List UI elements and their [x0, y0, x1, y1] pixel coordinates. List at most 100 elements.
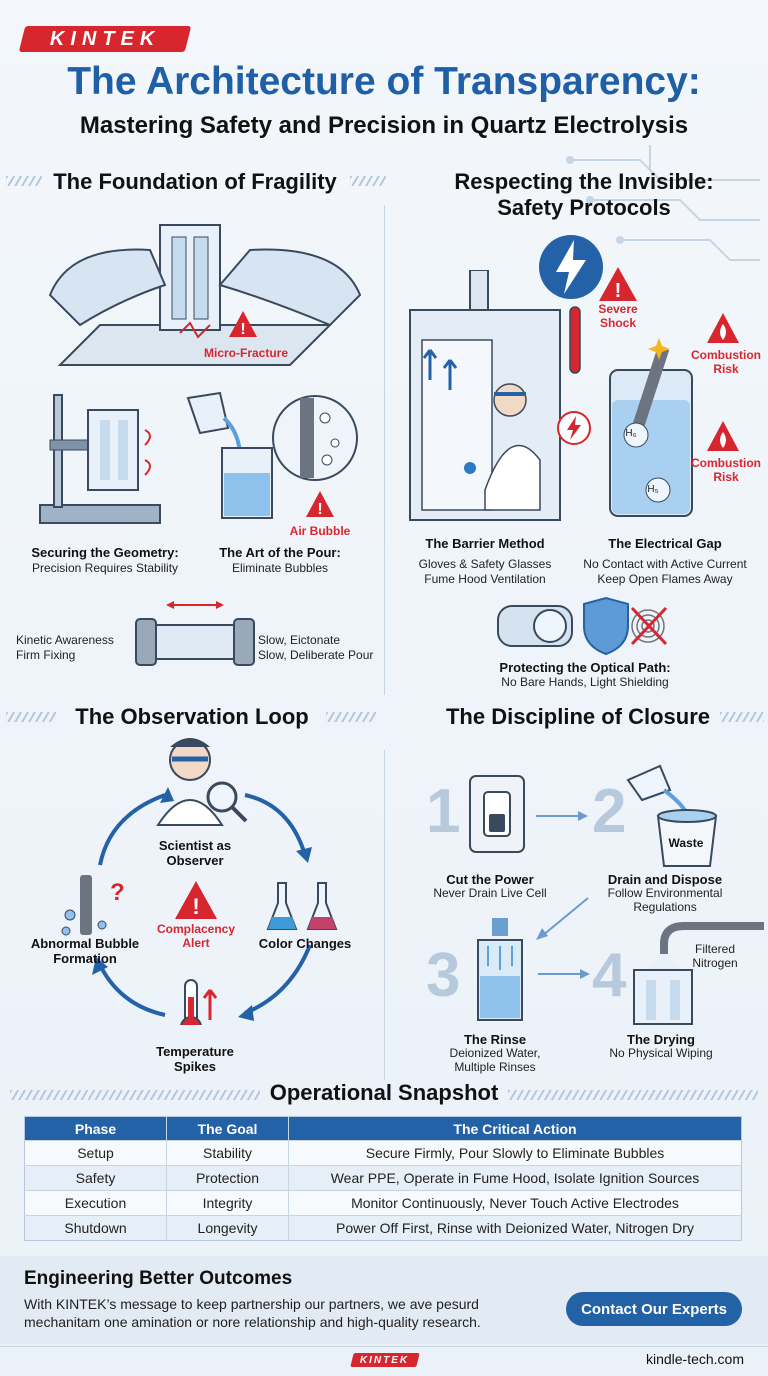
barrier-line-2: Fume Hood Ventilation — [424, 572, 546, 586]
abnormal-line-1: Abnormal Bubble — [30, 936, 140, 951]
gap-line-2: Keep Open Flames Away — [597, 572, 733, 586]
clamp-stand-illustration — [39, 394, 161, 524]
gap-line-1: No Contact with Active Current — [583, 557, 747, 571]
pour-sub: Eliminate Bubbles — [231, 561, 329, 575]
table-cell: Execution — [24, 1190, 167, 1216]
table-cell: Stability — [166, 1140, 289, 1166]
table-cell: Secure Firmly, Pour Slowly to Eliminate … — [288, 1140, 742, 1166]
step-3-sub-1: Deionized Water, — [449, 1046, 541, 1060]
kintek-logo: KINTEK — [18, 26, 192, 52]
complacency-warning-icon: ! — [175, 881, 217, 919]
electric-hazard-icon — [557, 411, 591, 445]
severe-line-2: Shock — [599, 316, 636, 330]
scientist-line-2: Observer — [166, 853, 224, 868]
table-row: Setup Stability Secure Firmly, Pour Slow… — [24, 1140, 742, 1166]
step-number-4: 4 — [592, 941, 627, 1010]
fume-hood-illustration — [409, 270, 561, 521]
warning-icon: ! — [306, 491, 334, 518]
footer-body-2: mechanitam one amination or nore relatio… — [24, 1314, 481, 1330]
footer-rule — [0, 1346, 768, 1347]
footer-heading: Engineering Better Outcomes — [24, 1268, 293, 1289]
contact-experts-button[interactable]: Contact Our Experts — [566, 1292, 742, 1326]
step-4-sub: No Physical Wiping — [609, 1046, 713, 1060]
closure-heading: The Discipline of Closure — [445, 704, 711, 729]
spark-icon — [648, 338, 670, 360]
step-number-3: 3 — [426, 941, 461, 1010]
svg-text:!: ! — [317, 501, 322, 518]
electrode-probe — [569, 306, 581, 374]
svg-text:!: ! — [192, 894, 199, 919]
filtered-line-1: Filtered — [694, 942, 735, 956]
filtered-line-2: Nitrogen — [692, 956, 738, 970]
step-4-title: The Drying — [627, 1032, 695, 1047]
h5-label: H₅ — [647, 484, 659, 495]
beaker-illustration — [609, 346, 693, 517]
step-2-sub-1: Follow Environmental — [607, 886, 723, 900]
table-row: Shutdown Longevity Power Off First, Rins… — [24, 1215, 742, 1241]
nitrogen-dryer-icon — [633, 922, 764, 1025]
barrier-title: The Barrier Method — [425, 536, 545, 551]
scientist-line-1: Scientist as — [158, 838, 232, 853]
table-cell: Protection — [166, 1165, 289, 1191]
table-row: Execution Integrity Monitor Continuously… — [24, 1190, 742, 1216]
combustion-a-1: Combustion — [691, 348, 761, 362]
stripe-deco — [350, 176, 386, 186]
page-title: The Architecture of Transparency: — [67, 60, 701, 103]
stripe-deco — [6, 712, 56, 722]
waste-label: Waste — [668, 836, 704, 850]
page-subtitle: Mastering Safety and Precision in Quartz… — [79, 112, 689, 139]
circuit-decoration — [566, 145, 760, 261]
stripe-deco — [10, 1090, 260, 1100]
table-cell: Power Off First, Rinse with Deionized Wa… — [288, 1215, 742, 1241]
safety-heading-1: Respecting the Invisible: — [454, 169, 714, 194]
footer-body-1: With KINTEK’s message to keep partnershi… — [24, 1296, 479, 1312]
slow-line-2: Slow, Deliberate Pour — [258, 648, 374, 662]
warning-icon: ! — [599, 267, 637, 302]
stripe-deco — [6, 176, 42, 186]
table-cell: Integrity — [166, 1190, 289, 1216]
step-2-title: Drain and Dispose — [607, 872, 723, 887]
divider-bottom — [384, 750, 385, 1080]
step-3-sub-2: Multiple Rinses — [454, 1060, 536, 1074]
safety-heading-2: Safety Protocols — [497, 195, 671, 220]
table-cell: Shutdown — [24, 1215, 167, 1241]
gap-title: The Electrical Gap — [608, 536, 722, 551]
footer-logo: KINTEK — [350, 1353, 420, 1367]
optical-sub: No Bare Hands, Light Shielding — [501, 675, 669, 689]
website-link[interactable]: kindle-tech.com — [645, 1351, 744, 1367]
snapshot-table: Phase The Goal The Critical Action Setup… — [24, 1116, 742, 1241]
foundation-heading: The Foundation of Fragility — [53, 169, 337, 194]
complacency-line-1: Complacency — [156, 922, 236, 936]
table-cell: Longevity — [166, 1215, 289, 1241]
combustion-a-2: Risk — [713, 362, 739, 376]
fire-warning-icon — [707, 421, 739, 451]
air-bubble-label: Air Bubble — [289, 524, 351, 538]
table-cell: Wear PPE, Operate in Fume Hood, Isolate … — [288, 1165, 742, 1191]
complacency-line-2: Alert — [182, 936, 210, 950]
svg-text:!: ! — [615, 280, 622, 302]
abnormal-line-2: Formation — [53, 951, 117, 966]
svg-text:!: ! — [240, 321, 245, 338]
observation-loop-illustration: ? — [61, 738, 338, 1025]
col-action: The Critical Action — [288, 1116, 742, 1141]
temperature-line-2: Spikes — [174, 1059, 216, 1074]
arrow-right-icon — [538, 969, 590, 979]
table-cell: Safety — [24, 1165, 167, 1191]
snapshot-heading: Operational Snapshot — [269, 1080, 499, 1105]
securing-title: Securing the Geometry: — [31, 545, 179, 560]
rinse-bottle-icon — [477, 918, 523, 1021]
securing-sub: Precision Requires Stability — [31, 561, 179, 575]
micro-fracture-label: Micro-Fracture — [203, 346, 289, 360]
slow-line-1: Slow, Eictonate — [258, 633, 341, 647]
severe-line-1: Severe — [598, 302, 638, 316]
stripe-deco — [326, 712, 376, 722]
col-goal: The Goal — [166, 1116, 289, 1141]
fire-warning-icon — [707, 313, 739, 343]
step-1-sub: Never Drain Live Cell — [433, 886, 547, 900]
kinetic-line-1: Kinetic Awareness — [16, 633, 114, 647]
combustion-b-2: Risk — [713, 470, 739, 484]
waste-bucket-icon — [626, 764, 718, 867]
svg-text:?: ? — [110, 879, 125, 906]
color-changes: Color Changes — [258, 936, 352, 951]
arrow-right-icon — [536, 811, 588, 821]
